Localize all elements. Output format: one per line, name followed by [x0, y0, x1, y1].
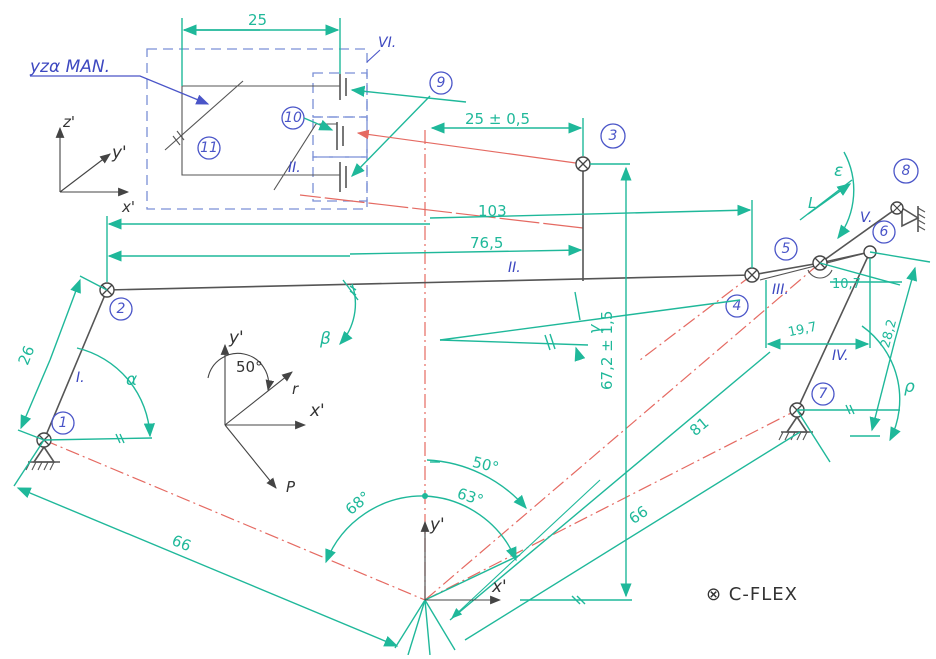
svg-text:8: 8 [902, 163, 911, 179]
inset-mechanism [164, 74, 347, 192]
axis-y-label-top: y' [111, 143, 127, 163]
axis-z-label: z' [62, 113, 75, 131]
svg-text:10: 10 [284, 110, 302, 126]
svg-text:9: 9 [437, 75, 446, 91]
angle-rho: ρ [904, 377, 915, 397]
inset-frame [146, 48, 368, 210]
node-8: 8 [893, 158, 919, 184]
axis-r-label: r [292, 380, 299, 398]
dimension-25-top [181, 18, 341, 86]
axis-x-label-bottom: x' [491, 577, 507, 597]
joint-8 [890, 201, 904, 215]
manipulator-label: yzα MAN. [29, 57, 110, 77]
dimension-L: L [808, 194, 816, 212]
axis-y-label-bottom: y' [429, 515, 445, 535]
dimension-66-right: 66 [626, 502, 652, 528]
axis-y-label-center: y' [228, 328, 244, 348]
link-label-II: II. [508, 260, 521, 276]
link-label-V: V. [860, 210, 872, 226]
svg-text:4: 4 [733, 298, 742, 314]
link-label-VI: VI. [378, 35, 396, 51]
svg-text:1: 1 [59, 415, 68, 431]
ground-support-7 [778, 415, 813, 441]
node-4: 4 [725, 294, 749, 318]
dimension-26: 26 [15, 343, 39, 367]
dimension-81: 81 [686, 414, 712, 440]
angle-epsilon: ε [834, 161, 843, 181]
node-7: 7 [811, 382, 835, 406]
dimension-76-5: 76,5 [470, 234, 503, 252]
legend-c-flex: ⊗ C-FLEX [706, 584, 798, 605]
link-label-IV: IV. [832, 348, 849, 364]
angle-63: 63° [455, 484, 486, 509]
axes-bottom [420, 520, 502, 605]
joint-4 [744, 267, 760, 283]
angle-68: 68° [342, 488, 374, 519]
dimension-10-7: 10,7 [832, 277, 861, 292]
node-5: 5 [774, 237, 798, 261]
dimension-66-left: 66 [169, 531, 193, 555]
node-9: 9 [429, 71, 453, 95]
angle-gamma: γ [585, 323, 604, 334]
angle-alpha: α [126, 370, 137, 390]
node-3: 3 [600, 123, 626, 149]
dimension-19-7: 19,7 [787, 320, 818, 341]
dimension-25-top-label: 25 [248, 11, 267, 29]
angle-beta: β [319, 329, 331, 349]
linkage [43, 164, 898, 441]
dimension-67-2: 67,2 ± 1,5 [598, 311, 616, 390]
node-2: 2 [109, 297, 133, 321]
node-11: 11 [197, 136, 221, 160]
svg-text:11: 11 [200, 140, 218, 156]
svg-text:7: 7 [819, 386, 828, 402]
angle-50-center: 50° [236, 358, 263, 376]
node-10: 10 [281, 106, 305, 130]
svg-text:5: 5 [782, 241, 791, 257]
node-6: 6 [872, 220, 896, 244]
axis-P-label: P [286, 478, 296, 496]
angle-50-bottom: 50° [470, 453, 500, 477]
axis-x-label-center: x' [309, 401, 325, 421]
dimension-25-tolerance: 25 ± 0,5 [465, 110, 530, 128]
dimension-103: 103 [478, 202, 507, 220]
ground-support-1 [25, 445, 60, 471]
link-label-II-inset: II. [288, 160, 301, 176]
dimension-28-2: 28,2 [878, 318, 900, 350]
ground-support-8 [901, 206, 926, 232]
svg-text:3: 3 [609, 128, 618, 144]
axis-x-label-top: x' [121, 198, 135, 216]
axes-top-left [55, 126, 130, 197]
svg-text:2: 2 [117, 301, 126, 317]
link-label-I: I. [76, 370, 85, 386]
svg-text:6: 6 [880, 224, 889, 240]
axes-center [207, 343, 307, 489]
node-1: 1 [51, 411, 75, 435]
joint-3 [575, 156, 591, 172]
link-label-III: III. [772, 282, 789, 298]
